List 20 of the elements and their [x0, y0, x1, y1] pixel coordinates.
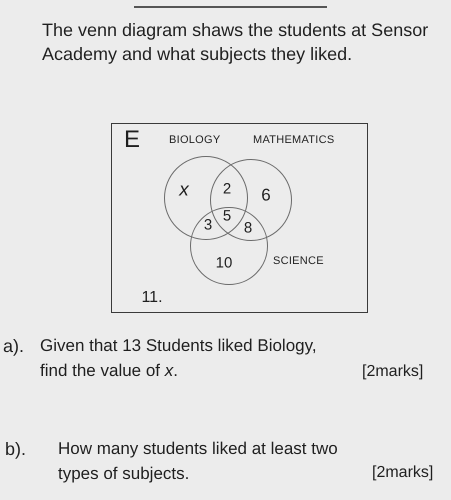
- question-text: Given that 13 Students liked Biology, find the value of x.: [40, 335, 318, 382]
- outside-value: 11.: [141, 290, 163, 306]
- region-value: 2: [222, 182, 232, 196]
- question-text: How many students liked at least two types of subjects.: [58, 438, 339, 485]
- question-number: b).: [5, 438, 26, 461]
- region-value: 6: [261, 186, 271, 204]
- region-value: 5: [222, 208, 232, 224]
- region-value: 10: [216, 256, 232, 270]
- marks-note: [2marks]: [362, 362, 424, 382]
- set-label: SCIENCE: [273, 256, 324, 267]
- universal-set-symbol: E: [124, 128, 140, 152]
- intro-text: The venn diagram shaws the students at Sensor Academy and what subjects they liked.: [42, 19, 430, 66]
- question-number: a).: [3, 335, 24, 358]
- universal-set-box: [111, 123, 368, 313]
- region-value: 8: [244, 220, 252, 236]
- set-label: MATHEMATICS: [253, 135, 334, 146]
- region-value: x: [179, 180, 189, 200]
- set-label: BIOLOGY: [169, 135, 220, 146]
- region-value: 3: [204, 218, 212, 232]
- marks-note: [2marks]: [372, 463, 434, 483]
